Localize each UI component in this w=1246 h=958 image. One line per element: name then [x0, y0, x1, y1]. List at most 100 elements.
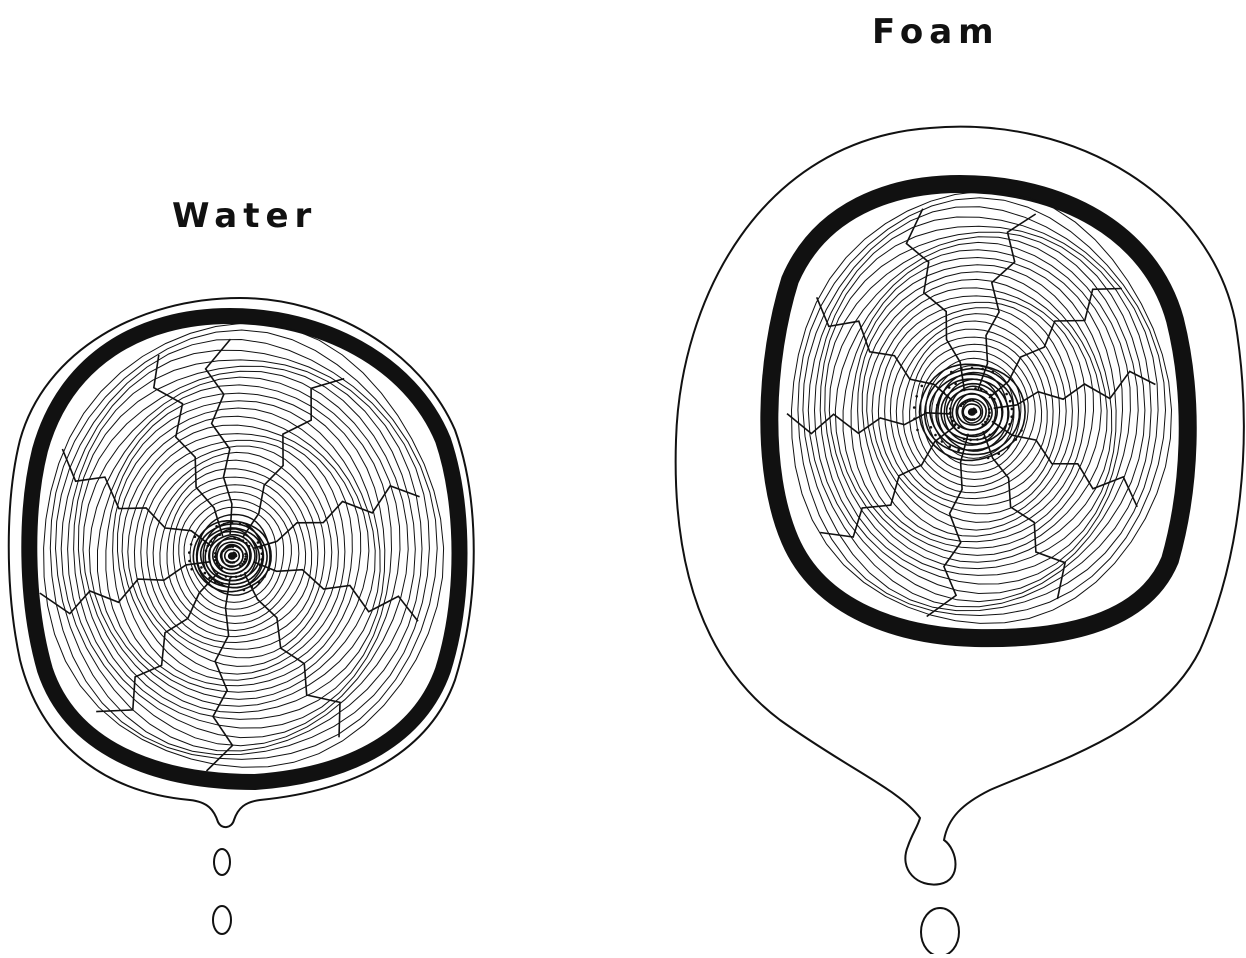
pith-speck	[221, 583, 224, 586]
pith-speck	[210, 540, 213, 543]
pith-speck	[218, 533, 221, 536]
pith-speck	[230, 576, 233, 579]
pith-speck	[1011, 408, 1014, 411]
pith-speck	[239, 565, 242, 568]
pith-speck	[981, 423, 984, 426]
pith-speck	[936, 404, 939, 407]
pith-speck	[257, 541, 260, 544]
water-log-cross-section	[9, 298, 474, 934]
pith-speck	[200, 566, 203, 569]
pith-speck	[238, 538, 241, 541]
pith-center	[969, 409, 975, 415]
foam-outer-boundary	[676, 127, 1244, 885]
pith-speck	[950, 371, 953, 374]
water-growth-rings	[44, 323, 444, 767]
pith-speck	[962, 402, 965, 405]
pith-speck	[251, 586, 254, 589]
pith-speck	[916, 429, 919, 432]
pith-speck	[951, 420, 954, 423]
pith-speck	[205, 550, 208, 553]
growth-ring	[820, 232, 1138, 593]
radial-check	[253, 486, 420, 549]
pith-speck	[216, 562, 219, 565]
pith-speck	[259, 547, 262, 550]
pith-speck	[208, 577, 211, 580]
pith-speck	[969, 439, 972, 442]
growth-ring	[858, 272, 1102, 549]
pith-speck	[921, 385, 924, 388]
pith-speck	[972, 399, 975, 402]
pith-speck	[243, 589, 246, 592]
pith-speck	[988, 415, 991, 418]
pith-speck	[1020, 429, 1023, 432]
pith-speck	[225, 575, 228, 578]
pith-speck	[948, 445, 951, 448]
pith-speck	[245, 542, 248, 545]
pith-speck	[244, 553, 247, 556]
pith-speck	[957, 426, 960, 429]
pith-speck	[244, 555, 247, 558]
pith-speck	[954, 423, 957, 426]
growth-ring	[74, 366, 409, 737]
pith-speck	[241, 563, 244, 566]
pith-speck	[1005, 393, 1008, 396]
pith-speck	[941, 440, 944, 443]
growth-ring	[825, 237, 1131, 584]
radial-check	[62, 449, 212, 547]
pith-speck	[985, 391, 988, 394]
pith-speck	[207, 545, 210, 548]
water-pith-zone	[188, 521, 271, 592]
pith-speck	[232, 545, 235, 548]
pith-speck	[223, 523, 226, 526]
pith-speck	[954, 382, 957, 385]
pith-speck	[949, 407, 952, 410]
pith-speck	[218, 565, 221, 568]
foam-label: Foam	[872, 12, 1000, 52]
pith-speck	[934, 434, 937, 437]
pith-speck	[973, 418, 976, 421]
pith-speck	[244, 558, 247, 561]
pith-speck	[943, 391, 946, 394]
pith-speck	[240, 574, 243, 577]
pith-speck	[980, 388, 983, 391]
pith-speck	[229, 545, 232, 548]
radial-check	[245, 574, 340, 737]
pith-speck	[963, 438, 966, 441]
pith-speck	[259, 564, 262, 567]
pith-speck	[957, 449, 960, 452]
pith-speck	[981, 368, 984, 371]
pith-speck	[988, 411, 991, 414]
pith-speck	[246, 525, 249, 528]
growth-ring	[44, 323, 444, 767]
pith-speck	[263, 575, 266, 578]
pith-speck	[1010, 415, 1013, 418]
foam-log-cross-section	[676, 127, 1244, 954]
pith-speck	[214, 536, 217, 539]
pith-speck	[190, 568, 193, 571]
pith-speck	[1008, 423, 1011, 426]
growth-ring	[141, 446, 332, 658]
foam-growth-rings	[792, 191, 1172, 623]
pith-speck	[214, 555, 217, 558]
pith-speck	[930, 426, 933, 429]
pith-speck	[188, 551, 191, 554]
pith-speck	[242, 539, 245, 542]
pith-speck	[1009, 400, 1012, 403]
pith-speck	[244, 572, 247, 575]
pith-speck	[261, 552, 264, 555]
pith-speck	[267, 568, 270, 571]
pith-speck	[948, 386, 951, 389]
pith-speck	[997, 452, 1000, 455]
pith-speck	[960, 404, 963, 407]
pith-speck	[989, 394, 992, 397]
pith-speck	[913, 406, 916, 409]
pith-speck	[991, 371, 994, 374]
pith-speck	[984, 421, 987, 424]
pith-speck	[220, 567, 223, 570]
pith-speck	[987, 457, 990, 460]
pith-speck	[235, 576, 238, 579]
pith-speck	[949, 412, 952, 415]
pith-speck	[233, 561, 236, 564]
